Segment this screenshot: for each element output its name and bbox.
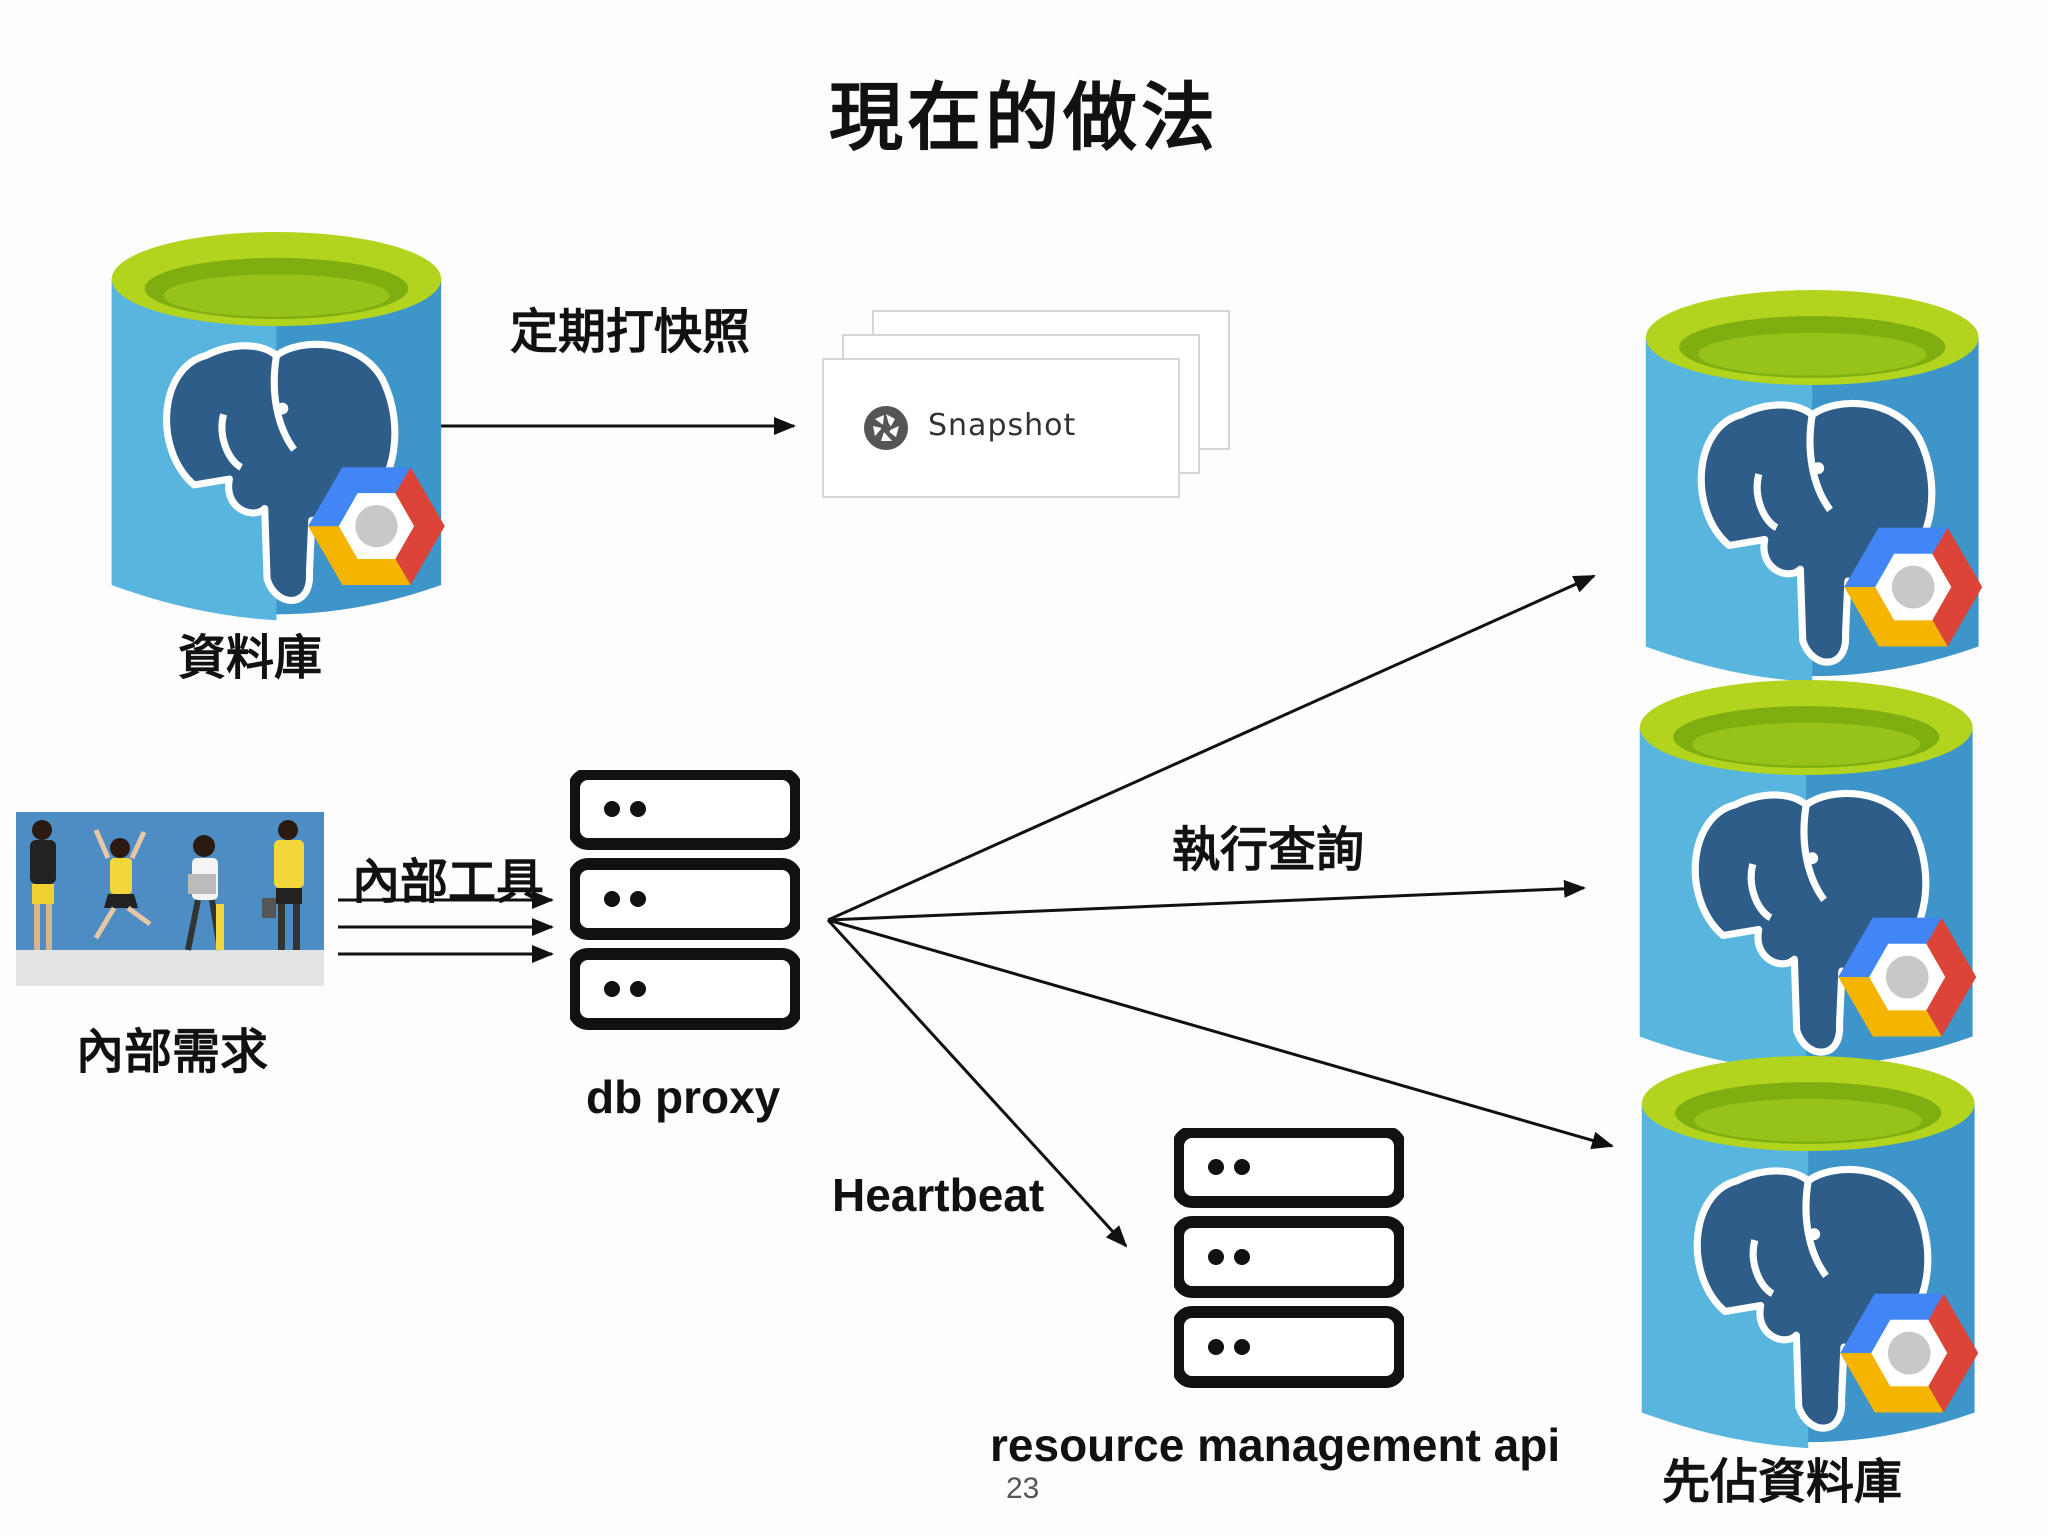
preempt-database-2-icon — [1638, 680, 2022, 1084]
query-arrow-bottom — [827, 918, 1614, 1150]
preempt-db-label: 先佔資料庫 — [1662, 1454, 1903, 1510]
internal-tools-label: 內部工具 — [352, 854, 545, 910]
internal-needs-label: 內部需求 — [76, 1024, 269, 1080]
snapshot-label: Snapshot — [928, 408, 1077, 443]
resource-api-label: resource management api — [990, 1419, 1561, 1471]
camera-shutter-icon — [864, 406, 908, 450]
resource-api-server-icon — [1174, 1128, 1404, 1388]
heartbeat-arrow — [826, 918, 1128, 1248]
query-arrow-top — [827, 574, 1596, 922]
team-photo — [16, 812, 324, 986]
heartbeat-label: Heartbeat — [832, 1169, 1045, 1221]
page-number: 23 — [1006, 1472, 1040, 1505]
snapshot-card[interactable]: Snapshot — [822, 358, 1180, 498]
page-title: 現在的做法 — [829, 75, 1219, 161]
person-3 — [185, 835, 224, 951]
source-database-icon — [110, 232, 490, 632]
person-4 — [262, 820, 304, 950]
execute-query-label: 執行查詢 — [1172, 822, 1365, 878]
person-1 — [30, 820, 56, 950]
source-db-label: 資料庫 — [178, 630, 323, 686]
db-proxy-server-icon — [570, 770, 800, 1030]
person-2 — [93, 829, 152, 940]
db-proxy-label: db proxy — [586, 1071, 781, 1123]
preempt-database-1-icon — [1644, 290, 2028, 694]
preempt-database-3-icon — [1640, 1056, 2024, 1460]
query-arrow-mid — [827, 879, 1586, 922]
snapshot-action-label: 定期打快照 — [510, 304, 751, 360]
